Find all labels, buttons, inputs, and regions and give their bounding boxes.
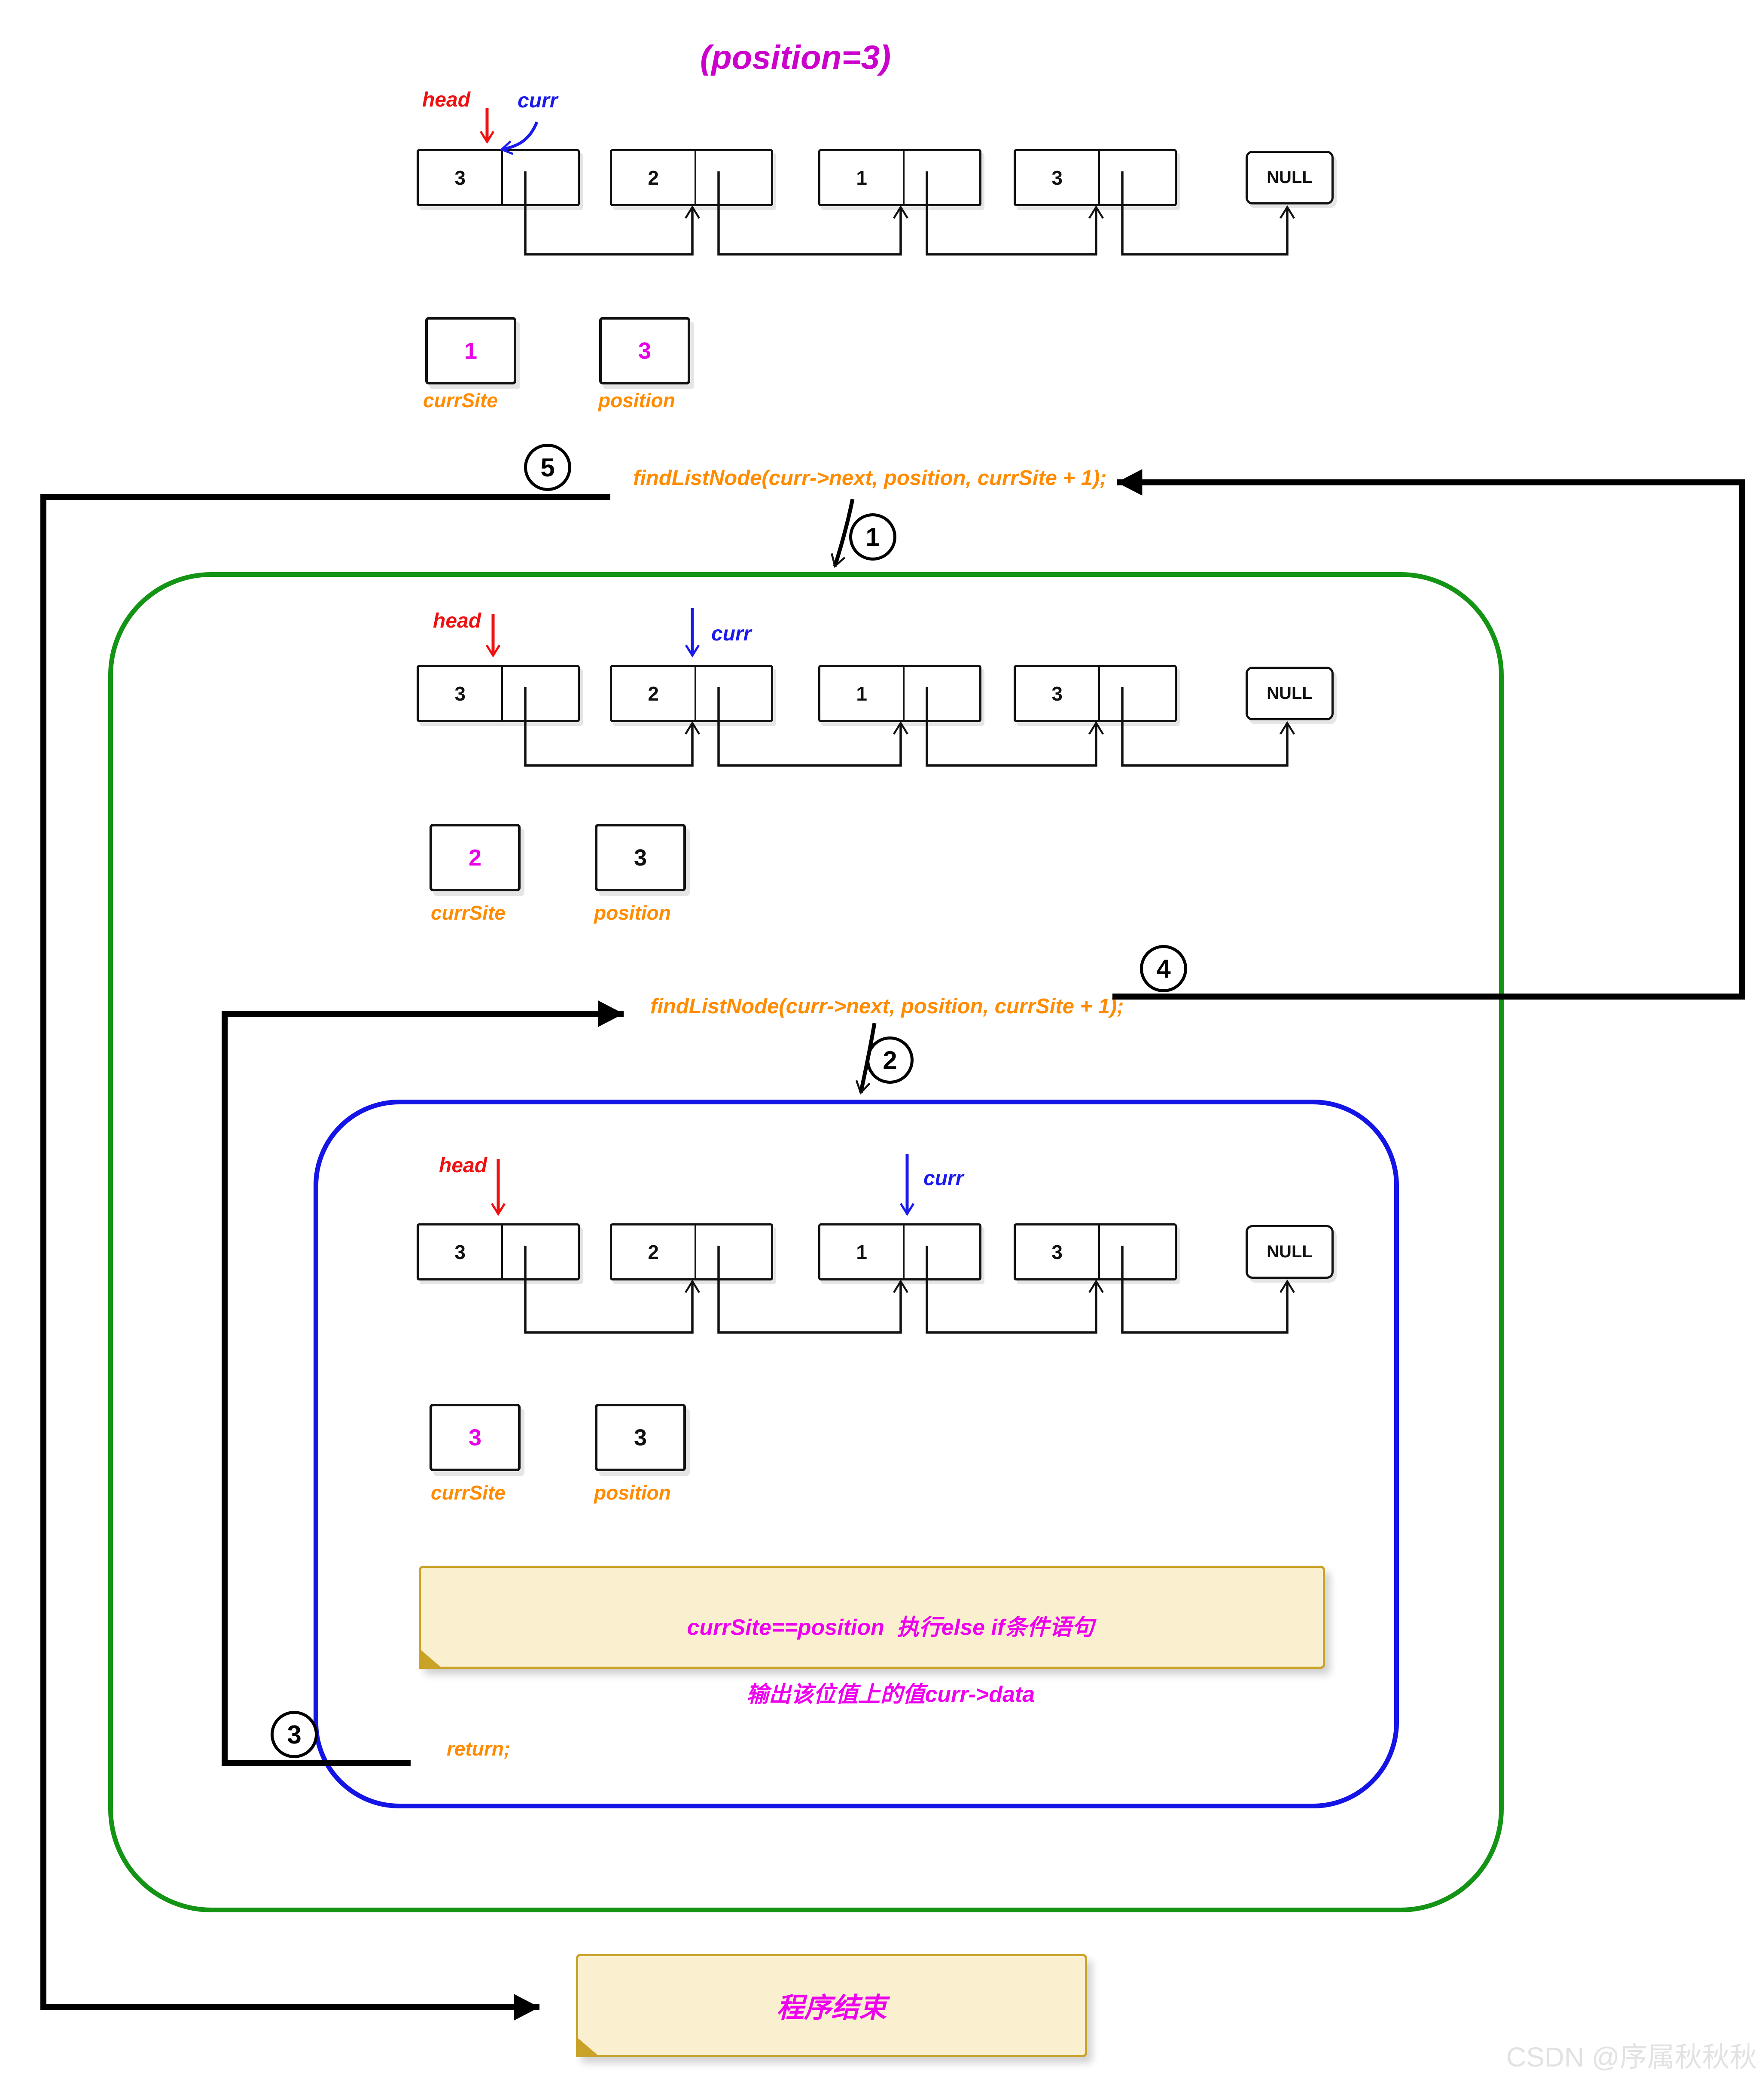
- program-end-note: 程序结束: [576, 1954, 1087, 2057]
- node-divider: [1098, 151, 1100, 204]
- step-number: 1: [865, 522, 880, 552]
- currsite-label: currSite: [423, 389, 498, 412]
- list-node: 1: [818, 1223, 981, 1280]
- node-value: 3: [454, 682, 466, 705]
- node-divider: [695, 1225, 697, 1278]
- node-divider: [903, 667, 905, 720]
- currsite-label: currSite: [431, 1481, 506, 1504]
- condition-line-2: 输出该位值上的值curr->data: [746, 1682, 1035, 1707]
- condition-note-text: currSite==position 执行else if条件语句 输出该位值上的…: [421, 1577, 1323, 1745]
- condition-note: currSite==position 执行else if条件语句 输出该位值上的…: [419, 1566, 1325, 1707]
- return-text: return;: [447, 1738, 511, 1760]
- page-title: (position=3): [700, 38, 891, 76]
- watermark: CSDN @序属秋秋秋: [1506, 2042, 1757, 2073]
- recursive-call-text-1: findListNode(curr->next, position, currS…: [633, 466, 1107, 490]
- position-value-box: 3: [595, 824, 686, 891]
- list-node: 2: [610, 665, 773, 722]
- position-label: position: [594, 902, 671, 924]
- recursive-call-text-2: findListNode(curr->next, position, currS…: [650, 995, 1124, 1018]
- currsite-label: currSite: [431, 902, 506, 924]
- currsite-value-box: 2: [430, 824, 521, 891]
- head-pointer-label: head: [439, 1154, 487, 1177]
- head-pointer-label: head: [433, 610, 481, 632]
- step-badge-5: 5: [524, 444, 571, 491]
- list-node: 3: [1014, 665, 1177, 722]
- curr-pointer-label: curr: [711, 622, 752, 645]
- node-divider: [695, 667, 697, 720]
- position-label: position: [594, 1481, 671, 1504]
- node-divider: [501, 151, 503, 204]
- step-badge-1: 1: [849, 513, 896, 561]
- step-badge-4: 4: [1140, 945, 1187, 992]
- position-label: position: [598, 389, 675, 412]
- node-divider: [1098, 667, 1100, 720]
- program-end-text: 程序结束: [777, 1992, 887, 2023]
- null-node: NULL: [1246, 151, 1334, 204]
- step-badge-2: 2: [866, 1036, 914, 1084]
- node-value: 2: [648, 166, 659, 189]
- step-number: 4: [1156, 954, 1171, 983]
- step-number: 2: [883, 1046, 897, 1075]
- node-divider: [903, 151, 905, 204]
- currsite-value-box: 3: [430, 1404, 521, 1471]
- condition-line-1: currSite==position 执行else if条件语句: [687, 1615, 1094, 1640]
- node-divider: [1098, 1225, 1100, 1278]
- curr-pointer-label: curr: [518, 89, 558, 112]
- step-badge-3: 3: [271, 1711, 318, 1758]
- node-value: 2: [648, 1241, 659, 1263]
- step-number: 5: [540, 453, 555, 482]
- node-value: 3: [1051, 682, 1063, 705]
- null-node: NULL: [1246, 667, 1334, 720]
- position-value-box: 3: [595, 1404, 686, 1471]
- step-number: 3: [287, 1720, 302, 1749]
- node-value: 3: [1051, 1241, 1063, 1263]
- node-divider: [501, 667, 503, 720]
- list-node: 2: [610, 1223, 773, 1280]
- node-value: 1: [856, 1241, 867, 1263]
- list-node: 3: [417, 1223, 580, 1280]
- curr-pointer-label: curr: [923, 1167, 964, 1190]
- node-value: 2: [648, 682, 659, 705]
- node-divider: [903, 1225, 905, 1278]
- list-node: 3: [417, 665, 580, 722]
- curr-arrow-l1: [500, 121, 539, 155]
- head-pointer-label: head: [422, 88, 471, 111]
- list-node: 1: [818, 149, 981, 206]
- list-node: 3: [1014, 1223, 1177, 1280]
- list-node: 2: [610, 149, 773, 206]
- node-value: 3: [454, 166, 466, 189]
- node-value: 3: [454, 1241, 466, 1263]
- node-divider: [695, 151, 697, 204]
- node-divider: [501, 1225, 503, 1278]
- list-node: 1: [818, 665, 981, 722]
- node-value: 3: [1051, 166, 1063, 189]
- null-node: NULL: [1246, 1225, 1334, 1279]
- currsite-value-box: 1: [425, 317, 516, 384]
- node-value: 1: [856, 166, 867, 189]
- node-value: 1: [856, 682, 867, 705]
- list-node: 3: [417, 149, 580, 206]
- position-value-box: 3: [599, 317, 690, 384]
- list-node: 3: [1014, 149, 1177, 206]
